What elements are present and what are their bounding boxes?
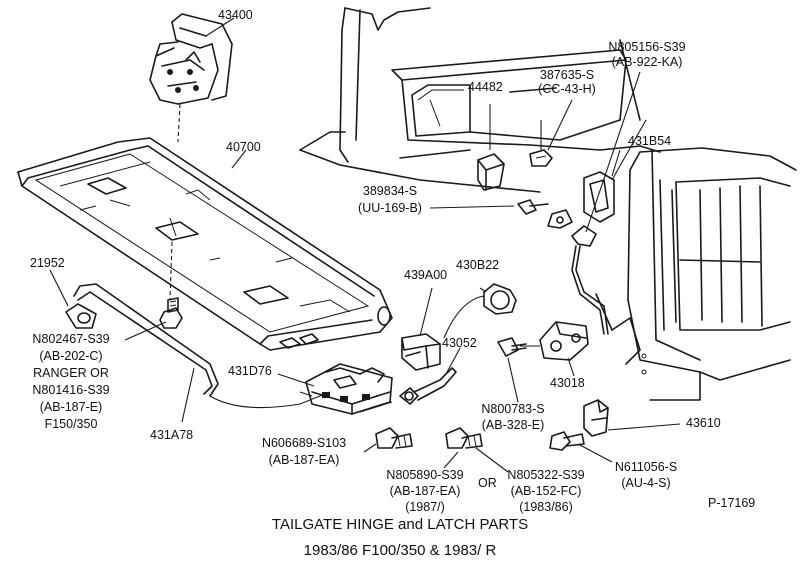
bracket-43610	[583, 399, 609, 437]
label-N606689: N606689-S103	[261, 436, 347, 450]
label-N805890-year: (1987/)	[405, 500, 445, 514]
support-cable-431A78	[65, 283, 331, 409]
label-N802467-code: (AB-202-C)	[39, 349, 103, 363]
label-389834: 389834-S	[362, 184, 418, 198]
control-43018	[520, 321, 589, 361]
label-43400: 43400	[218, 8, 253, 22]
label-43018: 43018	[550, 376, 585, 390]
leader-lines	[49, 17, 681, 473]
label-N611056-code: (AU-4-S)	[621, 476, 671, 490]
label-40700: 40700	[226, 140, 261, 154]
label-N801416: N801416-S39	[32, 383, 110, 397]
label-43610: 43610	[686, 416, 721, 430]
figure-subtitle: 1983/86 F100/350 & 1983/ R	[303, 542, 497, 559]
bolt-N611056	[549, 431, 585, 451]
label-N805322: N805322-S39	[507, 468, 585, 482]
bed-corner-taillight	[595, 147, 797, 401]
bolt-N606689	[375, 427, 413, 449]
bolt-N802467	[159, 297, 183, 329]
figure-id: P-17169	[708, 496, 756, 510]
cable-N805156	[547, 71, 641, 335]
figure-title: TAILGATE HINGE and LATCH PARTS	[271, 516, 529, 533]
label-N802467: N802467-S39	[32, 332, 110, 346]
label-N800783: N800783-S	[481, 402, 545, 416]
rod-43052	[359, 367, 457, 413]
label-431A78: 431A78	[150, 428, 194, 442]
latch-431D76	[299, 363, 393, 415]
label-N805890-code: (AB-187-EA)	[389, 484, 461, 498]
tailgate-40700	[17, 137, 393, 351]
truck-bed-panel	[299, 7, 661, 193]
label-431D76: 431D76	[228, 364, 272, 378]
label-431B54: 431B54	[628, 134, 672, 148]
label-387635: 387635-S	[539, 68, 595, 82]
label-N800783-code: (AB-328-E)	[481, 418, 545, 432]
label-N611056: N611056-S	[614, 460, 678, 474]
label-N805322-code: (AB-152-FC)	[510, 484, 582, 498]
hinge-43400	[149, 13, 233, 105]
label-N805156-code: (AB-922-KA)	[611, 55, 683, 69]
latch-431B54	[583, 149, 621, 223]
label-430B22: 430B22	[456, 258, 500, 272]
bumper-430B22	[443, 283, 517, 339]
label-or: OR	[478, 476, 497, 490]
label-N801416-code: (AB-187-E)	[39, 400, 103, 414]
striker-439A00	[401, 333, 441, 371]
label-N805156: N805156-S39	[608, 40, 686, 54]
label-N805322-year: (1983/86)	[519, 500, 573, 514]
label-387635-code: (CC-43-H)	[538, 82, 596, 96]
label-439A00: 439A00	[404, 268, 448, 282]
label-43052: 43052	[442, 336, 477, 350]
screw-389834	[517, 199, 549, 215]
label-N801416-model: F150/350	[44, 417, 98, 431]
label-N805890: N805890-S39	[386, 468, 464, 482]
label-N606689-code: (AB-187-EA)	[268, 453, 340, 467]
label-44482: 44482	[468, 80, 503, 94]
screw-387635	[529, 120, 553, 167]
label-389834-code: (UU-169-B)	[358, 201, 422, 215]
label-N802467-ranger: RANGER OR	[33, 366, 109, 380]
bolt-N805890	[445, 427, 483, 449]
bolt-N800783	[497, 337, 527, 357]
label-21952: 21952	[30, 256, 65, 270]
block-44482	[477, 153, 505, 191]
